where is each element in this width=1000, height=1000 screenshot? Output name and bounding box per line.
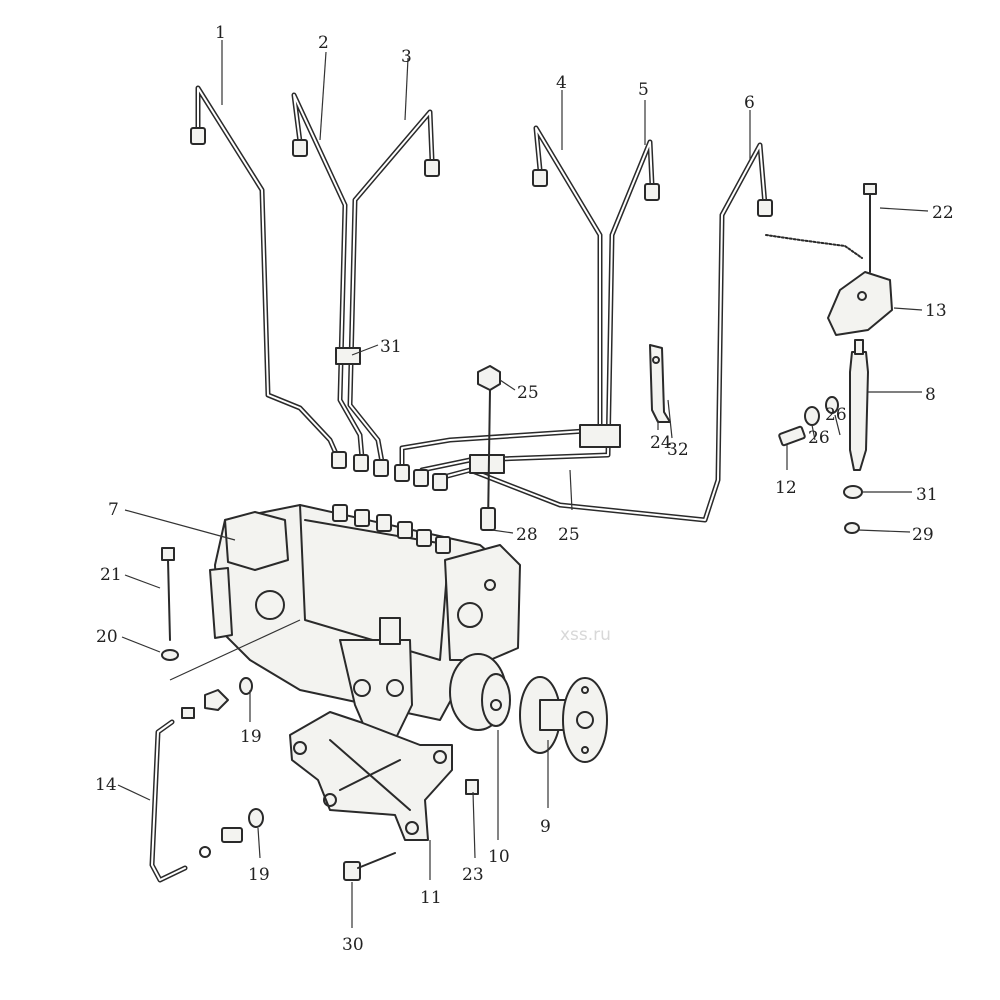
bolt-30 [343,852,396,881]
washer-19 [239,677,253,695]
pipe-clamp [579,424,621,448]
fuel-pipe-1 [190,85,341,461]
callout-labels: 1 2 3 4 5 6 7 8 9 10 11 12 13 14 19 19 2… [95,23,954,955]
fuel-pipe-2 [291,92,365,461]
callout-22: 22 [932,203,954,223]
injector-assembly [765,183,893,534]
callout-12: 12 [775,478,797,498]
fuel-pipe-6 [437,142,773,523]
callout-19a: 19 [240,727,262,747]
callout-20: 20 [96,627,118,647]
pump-governor-housing [224,511,289,571]
callout-9: 9 [540,817,551,837]
callout-1: 1 [215,23,226,43]
washer [804,406,820,426]
washer-20 [161,649,179,661]
seal-ring [843,485,863,499]
watermark-text: xss.ru [560,625,611,645]
callout-23: 23 [462,865,484,885]
pipe-clamp [469,454,505,474]
injection-pump [209,504,521,741]
banjo-fitting [181,707,195,719]
pipe-nuts [331,451,448,491]
pump-end-plate [444,544,521,661]
bolt-21 [161,547,179,661]
banjo-fitting [221,827,243,843]
callout-30: 30 [342,935,364,955]
mounting-bracket [289,711,479,881]
pipe-clamp [335,347,361,365]
bracket-32 [649,344,671,423]
callout-6: 6 [744,93,755,113]
clamp-bolt [477,365,501,531]
callout-31b: 31 [916,485,938,505]
injector-body [849,351,869,471]
callout-11: 11 [420,888,442,908]
fuel-pipe-5 [419,139,660,485]
banjo-bolt [778,425,806,447]
return-pipe [149,677,264,883]
hand-primer [379,617,401,645]
callout-14: 14 [95,775,117,795]
leader-lines [117,40,929,928]
callout-8: 8 [925,385,936,405]
washer-19 [248,808,264,828]
callout-21: 21 [100,565,122,585]
callout-28: 28 [516,525,538,545]
callout-24: 24 [650,433,672,453]
callout-4: 4 [556,73,567,93]
callout-3: 3 [401,47,412,67]
stud-23 [465,779,479,795]
callout-26b: 26 [825,405,847,425]
callout-32: 32 [667,440,689,460]
callout-29: 29 [912,525,934,545]
callout-5: 5 [638,80,649,100]
fuel-pipe-4 [399,125,603,471]
delivery-valve-holders [332,504,451,554]
copper-washer [844,522,860,534]
callout-10: 10 [488,847,510,867]
callout-31a: 31 [380,337,402,357]
callout-25a: 25 [517,383,539,403]
injector-clamp [827,271,893,336]
washer [825,396,839,414]
drive-coupling [449,653,511,731]
callout-13: 13 [925,301,947,321]
callout-7: 7 [108,500,119,520]
banjo-fitting [204,689,229,711]
drive-flange [519,676,608,763]
fuel-pipes [190,85,773,523]
callout-25b: 25 [558,525,580,545]
fuel-pipe-3 [347,109,440,465]
callout-2: 2 [318,33,329,53]
callout-26a: 26 [808,428,830,448]
callout-19b: 19 [248,865,270,885]
